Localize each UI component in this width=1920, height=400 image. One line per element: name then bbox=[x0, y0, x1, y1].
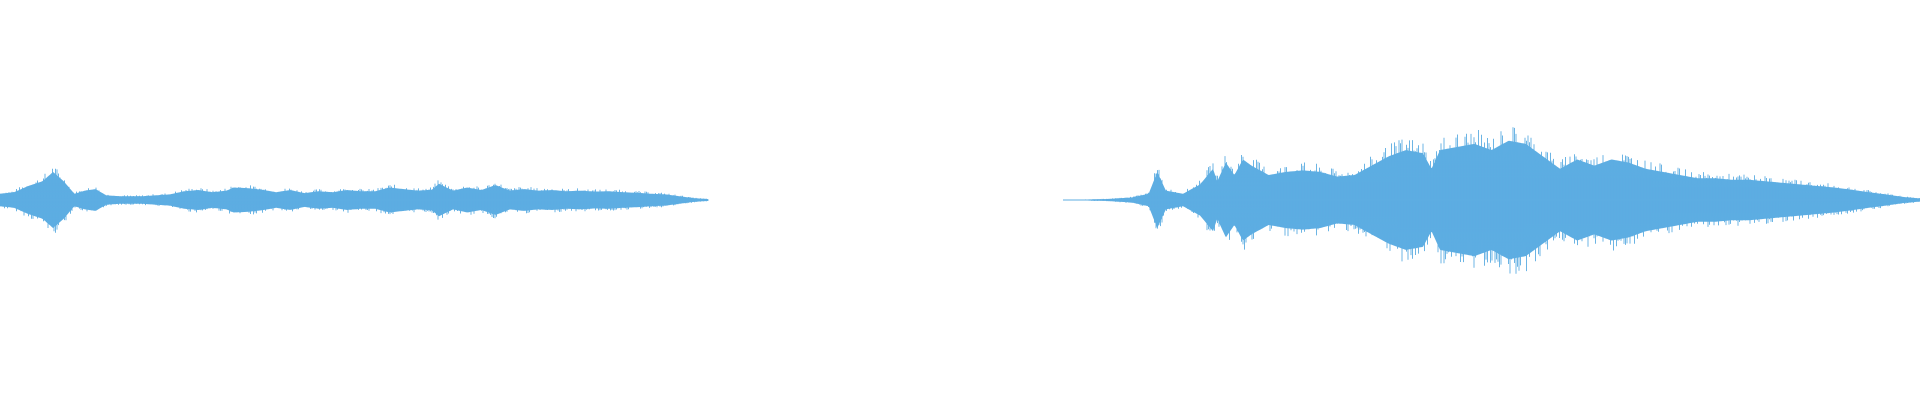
waveform-segment-2 bbox=[1063, 127, 1920, 274]
waveform-samples bbox=[0, 168, 709, 233]
waveform-segment-1 bbox=[0, 168, 709, 233]
